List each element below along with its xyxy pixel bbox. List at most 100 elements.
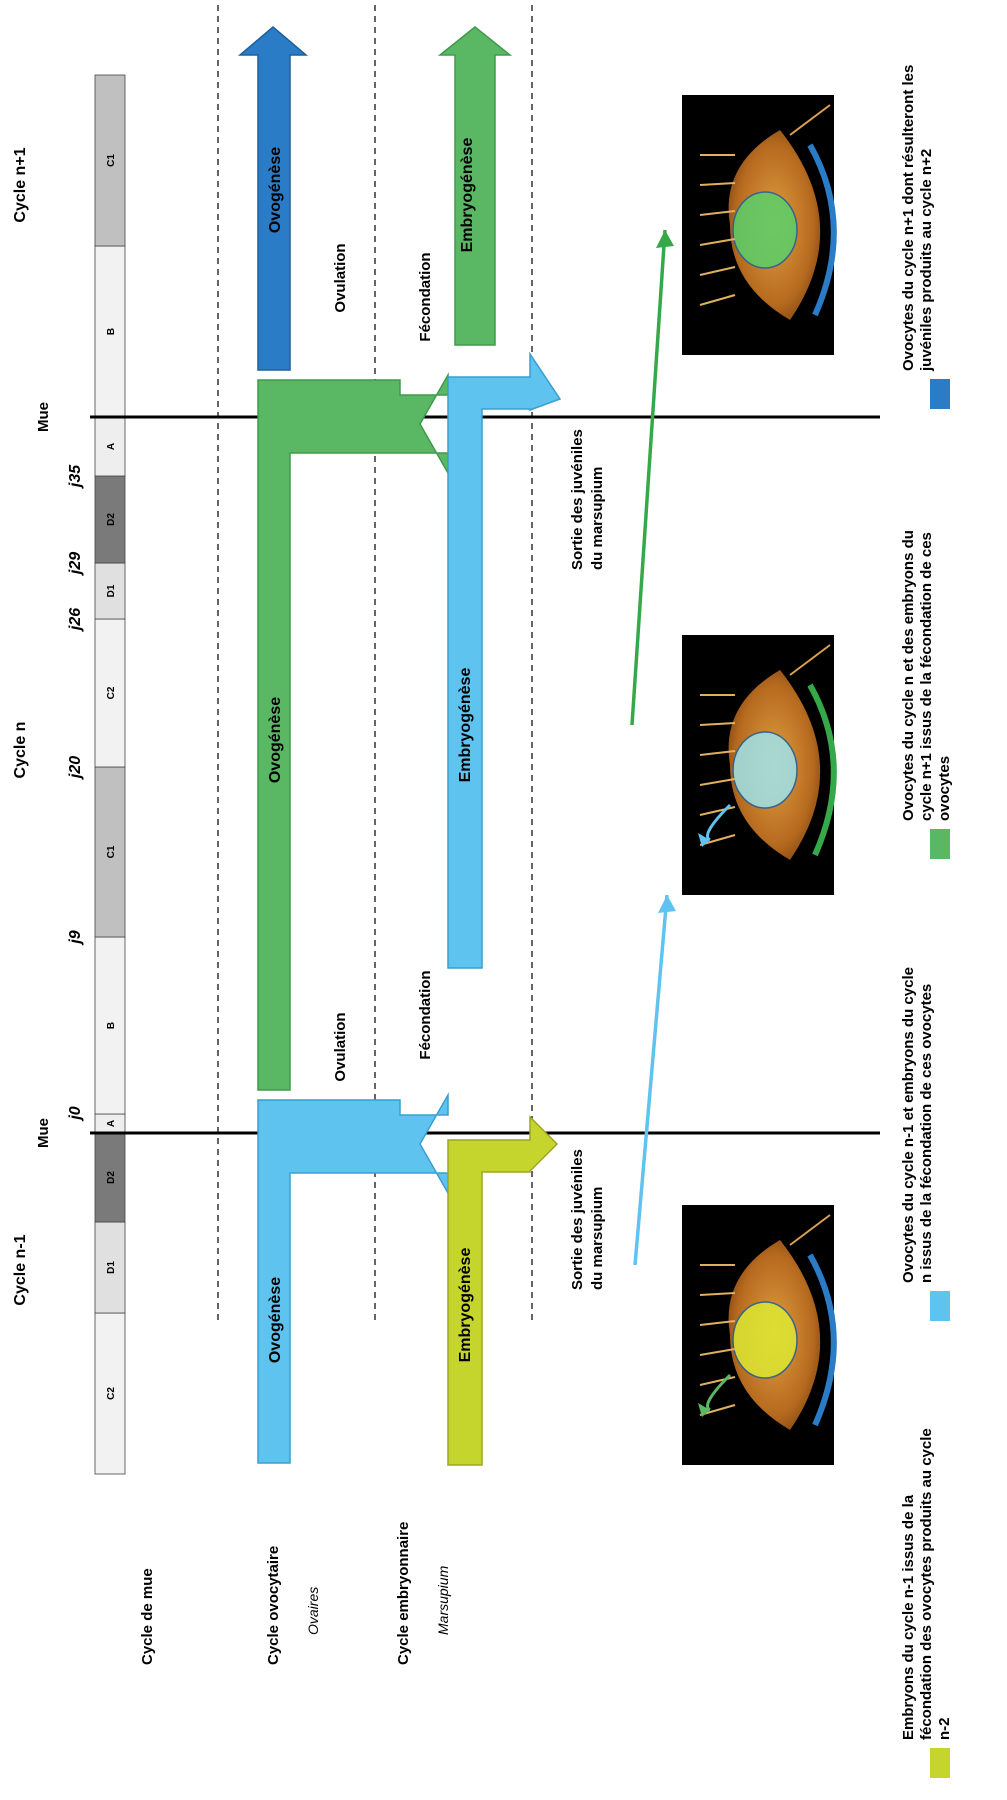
cycle-label-next: Cycle n+1 xyxy=(12,147,29,222)
row-label-oocyte-sub: Ovaires xyxy=(305,1587,321,1635)
embryogenese-arrow-n-plus-1 xyxy=(437,26,513,346)
amphipod-leg xyxy=(699,750,736,756)
legend-text: Embryons du cycle n-1 issus de laféconda… xyxy=(900,1428,953,1740)
legend-item: Ovocytes du cycle n-1 et embryons du cyc… xyxy=(900,967,950,1321)
day-mark: j26 xyxy=(67,608,84,632)
stage-b: B xyxy=(94,245,126,418)
marsupium-eggs xyxy=(732,1301,798,1379)
amphipod-antenna xyxy=(789,1214,831,1246)
stage-d2: D2 xyxy=(94,475,126,564)
stage-a: A xyxy=(94,416,126,477)
oocyte-outline xyxy=(807,143,837,317)
legend: Embryons du cycle n-1 issus de laféconda… xyxy=(900,65,953,1778)
moult-lines xyxy=(90,415,880,1135)
cycle-label-current: Cycle n xyxy=(12,722,29,779)
row-label-moult: Cycle de mue xyxy=(139,1568,156,1665)
amphipod-leg xyxy=(699,1292,736,1296)
amphipod-leg xyxy=(699,1376,736,1386)
stage-c2: C2 xyxy=(94,1312,126,1475)
stage-label: B xyxy=(106,1022,117,1029)
stage-label: D2 xyxy=(106,513,117,526)
stage-label: D1 xyxy=(106,584,117,597)
link-arrowhead-blue xyxy=(658,895,676,913)
embryogenese-arrow-n xyxy=(447,351,562,969)
stage-d1: D1 xyxy=(94,1221,126,1314)
sortie-label-2: Sortie des juvéniles du marsupium xyxy=(569,425,606,570)
release-arrow xyxy=(706,1373,732,1412)
amphipod-leg xyxy=(699,722,736,726)
amphipod-leg xyxy=(699,182,736,186)
legend-swatch xyxy=(930,379,950,409)
row-label-oocyte: Cycle ovocytaire xyxy=(265,1546,282,1665)
amphipod-leg xyxy=(699,806,736,816)
amphipod-leg xyxy=(699,294,736,306)
stage-label: B xyxy=(106,328,117,335)
oocyte-outline xyxy=(807,683,837,857)
stage-label: A xyxy=(106,443,117,450)
link-arrow-blue xyxy=(633,894,669,1266)
amphipod-leg xyxy=(699,1348,736,1356)
stage-label: A xyxy=(106,1120,117,1127)
legend-swatch xyxy=(930,829,950,859)
moult-label-1: Mue xyxy=(35,1118,52,1148)
amphipod-photos xyxy=(682,95,837,1465)
marsupium-eggs xyxy=(732,731,798,809)
amphipod-photo xyxy=(682,95,837,355)
stage-label: C1 xyxy=(106,154,117,167)
marsupium-eggs xyxy=(732,191,798,269)
link-arrowhead-green xyxy=(656,230,674,248)
amphipod-photo xyxy=(682,635,837,895)
stage-d1: D1 xyxy=(94,562,126,620)
legend-swatch xyxy=(930,1748,950,1778)
legend-text: Ovocytes du cycle n-1 et embryons du cyc… xyxy=(900,967,935,1283)
embryogenese-arrow-n-1 xyxy=(447,1115,559,1466)
amphipod-leg xyxy=(699,266,736,276)
amphipod-antenna xyxy=(789,104,831,136)
stage-label: D1 xyxy=(106,1261,117,1274)
cycle-label-prev: Cycle n-1 xyxy=(12,1234,29,1305)
release-arrowhead xyxy=(698,833,710,847)
legend-item: Ovocytes du cycle n et des embryons ducy… xyxy=(900,530,953,859)
ovogenese-arrow-n-plus-1 xyxy=(237,26,309,371)
stage-c1: C1 xyxy=(94,766,126,938)
legend-item: Embryons du cycle n-1 issus de laféconda… xyxy=(900,1428,953,1778)
stage-c1: C1 xyxy=(94,74,126,247)
amphipod-leg xyxy=(699,1320,736,1326)
ovogenese-arrow-n xyxy=(257,372,449,1091)
rotated-frame: Cycle n-1 Cycle n Cycle n+1 Cycle de mue… xyxy=(12,0,953,1778)
ovulation-label-2: Ovulation xyxy=(332,243,349,312)
legend-item: Ovocytes du cycle n+1 dont résulteront l… xyxy=(900,65,950,409)
amphipod-leg xyxy=(699,238,736,246)
legend-swatch xyxy=(930,1291,950,1321)
row-label-embryo: Cycle embryonnaire xyxy=(395,1522,412,1665)
ovogenese-label-n-plus-1: Ovogénèse xyxy=(267,147,284,233)
day-mark: j20 xyxy=(67,756,84,780)
stage-c2: C2 xyxy=(94,618,126,768)
release-arrowhead xyxy=(698,1403,710,1417)
oocyte-outline xyxy=(807,1253,837,1427)
ovulation-label-1: Ovulation xyxy=(332,1012,349,1081)
fecondation-label-1: Fécondation xyxy=(417,970,434,1059)
stage-b: B xyxy=(94,936,126,1115)
embryogenese-label-n-1: Embryogénèse xyxy=(457,1248,474,1363)
ovogenese-label-n-1: Ovogénèse xyxy=(267,1277,284,1363)
ovogenese-label-n: Ovogénèse xyxy=(267,697,284,783)
day-mark: j35 xyxy=(67,464,84,489)
amphipod-antenna xyxy=(789,644,831,676)
day-mark: j29 xyxy=(67,552,84,576)
day-mark: j9 xyxy=(67,930,84,945)
link-arrow-green xyxy=(630,229,667,726)
moult-label-2: Mue xyxy=(35,402,52,432)
stage-segment xyxy=(94,74,126,247)
sortie-label-1: Sortie des juvéniles du marsupium xyxy=(569,1145,606,1290)
release-arrow xyxy=(706,803,732,842)
ovogenese-arrow-n-1 xyxy=(257,1092,449,1464)
legend-text: Ovocytes du cycle n et des embryons ducy… xyxy=(900,530,953,821)
stage-d2: D2 xyxy=(94,1132,126,1223)
stage-label: C1 xyxy=(106,845,117,858)
amphipod-photo xyxy=(682,1205,837,1465)
embryogenese-label-n: Embryogénèse xyxy=(457,668,474,783)
